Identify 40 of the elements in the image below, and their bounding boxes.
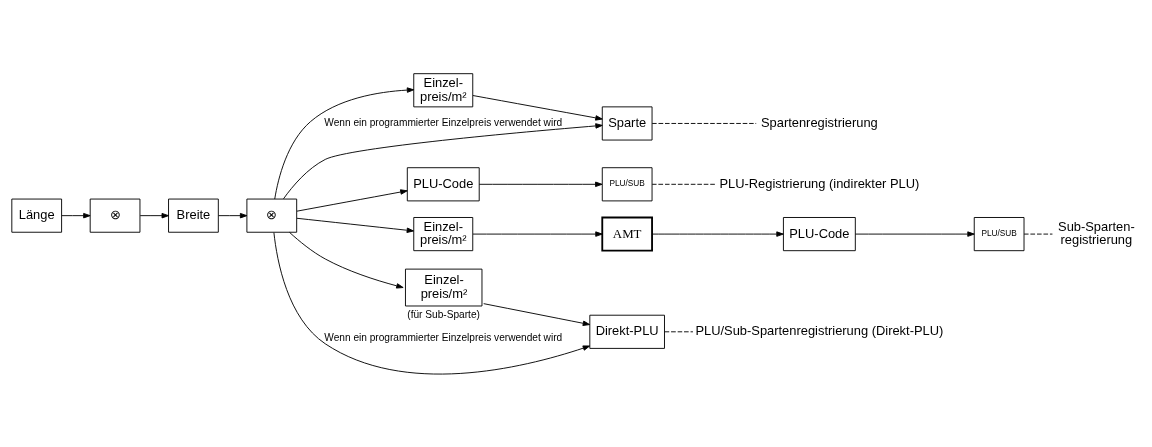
node-box: Breite bbox=[168, 198, 219, 233]
arrow bbox=[478, 181, 603, 187]
arrow bbox=[651, 230, 784, 237]
arrow bbox=[139, 212, 169, 218]
connector bbox=[1023, 233, 1053, 235]
node-label: (für Sub-Sparte) bbox=[407, 308, 480, 320]
node-box: PLU-Code bbox=[406, 166, 480, 201]
arrow bbox=[483, 302, 591, 326]
arrow bbox=[61, 212, 91, 218]
node-box: AMT bbox=[601, 216, 653, 252]
edge-label: Wenn ein programmierter Einzelpreis verwendet wird bbox=[324, 331, 563, 343]
node-box: PLU/SUB bbox=[601, 166, 653, 201]
node-text: PLU/Sub-Spartenregistrierung (Direkt-PLU) bbox=[695, 322, 944, 338]
node-box: Sparte bbox=[601, 105, 653, 140]
arrow bbox=[274, 86, 415, 199]
connector bbox=[651, 183, 717, 185]
arrow bbox=[472, 230, 603, 237]
node-text: PLU-Registrierung (indirekter PLU) bbox=[719, 175, 920, 191]
arrow bbox=[472, 94, 603, 121]
node-box: Direkt-PLU bbox=[589, 314, 665, 349]
node-text: Sub-Sparten- registrierung bbox=[1058, 218, 1135, 247]
node-box: Länge bbox=[11, 198, 63, 233]
arrow bbox=[289, 231, 404, 289]
arrow bbox=[296, 188, 408, 212]
edge-label: Wenn ein programmierter Einzelpreis verwendet wird bbox=[324, 116, 563, 128]
arrow bbox=[855, 230, 975, 237]
node-box: PLU/SUB bbox=[973, 216, 1025, 251]
node-text: Spartenregistrierung bbox=[760, 114, 878, 130]
node-box: ⊗ bbox=[246, 198, 298, 233]
arrow bbox=[283, 122, 603, 199]
node-box: Einzel- preis/m² bbox=[413, 72, 474, 107]
arrow bbox=[273, 231, 591, 375]
arrow bbox=[218, 212, 248, 218]
connector bbox=[664, 330, 694, 332]
node-box: Einzel- preis/m² bbox=[405, 268, 483, 306]
node-box: PLU-Code bbox=[782, 216, 856, 251]
connector bbox=[651, 122, 757, 124]
node-box: ⊗ bbox=[89, 198, 141, 233]
arrow bbox=[296, 217, 414, 233]
node-box: Einzel- preis/m² bbox=[413, 216, 474, 251]
